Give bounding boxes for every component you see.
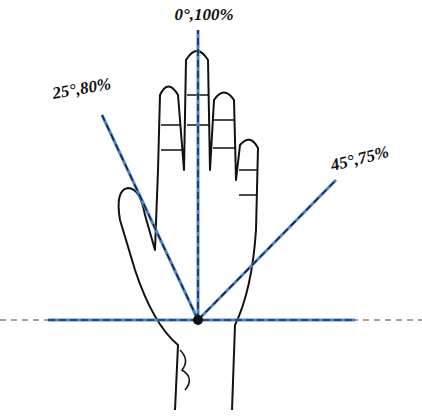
angle-label: 0°,100%: [172, 5, 235, 24]
pivot-dot: [193, 315, 203, 325]
angle-label: 45°,75%: [327, 141, 393, 175]
angle-label: 25°,80%: [49, 73, 115, 103]
hand-outline: [119, 51, 258, 410]
finger-creases: [161, 95, 257, 390]
angle-lines: [48, 30, 355, 320]
baseline-dashed: [0, 320, 422, 321]
